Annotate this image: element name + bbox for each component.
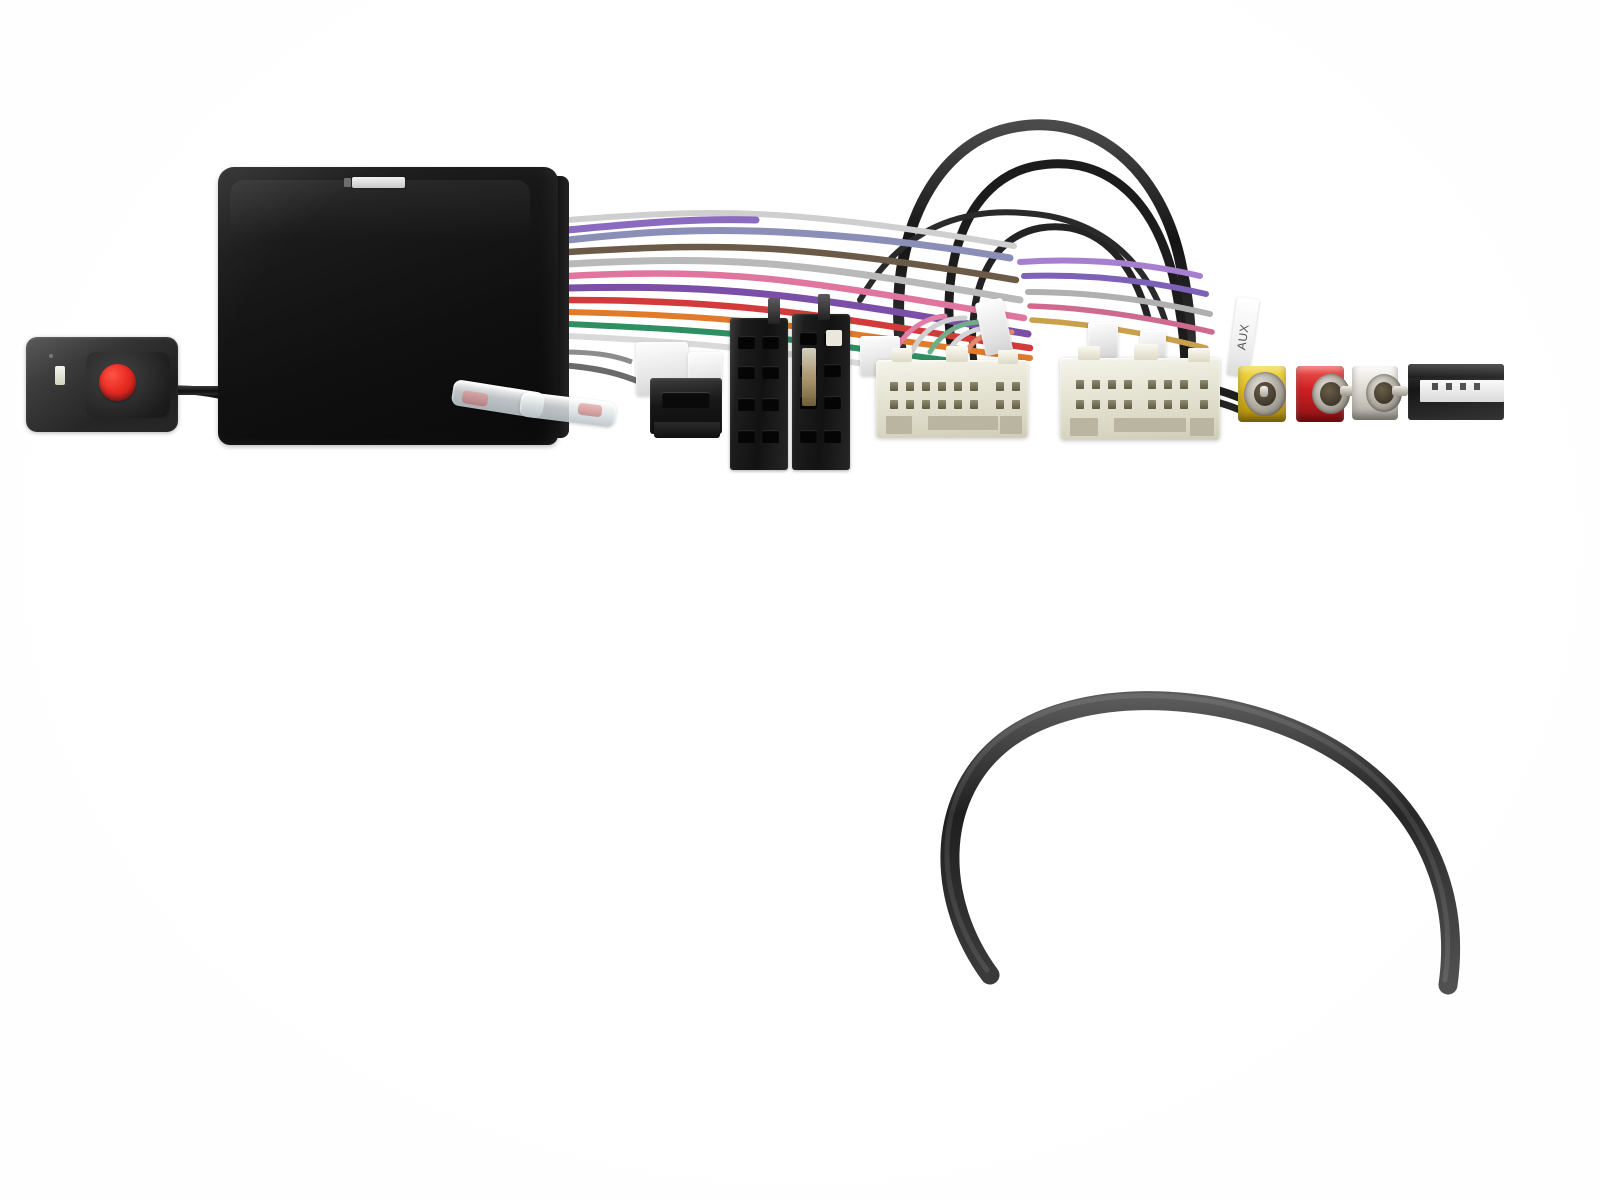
cream-a-pin (890, 400, 898, 409)
cream-b-pin (1092, 380, 1100, 389)
iso-latch-b (818, 294, 830, 320)
cream-a-pin (922, 382, 930, 391)
cream-a-pin (970, 400, 978, 409)
cream-a-pin (906, 400, 914, 409)
cream-b-pin (1076, 380, 1084, 389)
bottom-assembly: 12 SONY/PIONEER COMBINED STA (0, 620, 1600, 1200)
usb-shell-top (1408, 364, 1504, 378)
cream-a-pin (938, 382, 946, 391)
iso-slot (824, 364, 841, 377)
iso-slot (762, 430, 779, 443)
rca-white-pin (1392, 386, 1408, 396)
data-connector-base (654, 422, 720, 438)
cream-a-pin (938, 400, 946, 409)
cream-a-pin (996, 382, 1004, 391)
cream-a-pin (1012, 400, 1020, 409)
button-pod-cable (160, 386, 240, 395)
iso-latch-a (768, 298, 780, 324)
cream-a-pin (890, 382, 898, 391)
iso-slot (762, 398, 779, 411)
module-sticker (352, 177, 405, 188)
cream-b-pin (1180, 380, 1188, 389)
usb-contact (1446, 383, 1452, 390)
cream-b-pin (1076, 400, 1084, 409)
iso-slot (800, 430, 817, 443)
iso-slot (824, 396, 841, 409)
cream-a-tab-3 (998, 350, 1018, 364)
cream-b-pin (1108, 400, 1116, 409)
usb-contact (1460, 383, 1466, 390)
cream-b-pin (1124, 400, 1132, 409)
cream-a-pin (906, 382, 914, 391)
cream-a-notch (1000, 416, 1022, 434)
usb-mouth (1420, 380, 1504, 402)
iso-slot (762, 366, 779, 379)
iso-b-cross-icon (826, 330, 842, 346)
cream-b-tab-3 (1188, 348, 1210, 362)
iso-slot (800, 332, 817, 345)
iso-slot (824, 430, 841, 443)
iso-b-insert (802, 348, 816, 406)
white-block-4 (974, 297, 1014, 357)
cream-b-notch (1070, 418, 1098, 436)
data-connector-mouth (662, 392, 710, 408)
cream-a-pin (954, 382, 962, 391)
iso-slot (738, 336, 755, 349)
top-assembly: AUX (26, 119, 1504, 470)
cream-b-tab-1 (1078, 346, 1100, 360)
iso-slot (738, 366, 755, 379)
cream-b-notch (1114, 418, 1186, 432)
cream-a-pin (996, 400, 1004, 409)
cream-b-pin (1164, 400, 1172, 409)
module-sticker-tab (344, 178, 351, 187)
cream-a-notch (928, 416, 998, 430)
pod-screw-icon (49, 354, 53, 358)
rca-white-core (1374, 382, 1394, 404)
cream-b-notch (1190, 418, 1214, 436)
cream-b-pin (1180, 400, 1188, 409)
aux-label-text: AUX (1234, 323, 1252, 351)
cream-b-tab-2 (1134, 344, 1158, 360)
cream-a-pin (1012, 382, 1020, 391)
cream-a-notch (886, 416, 912, 434)
status-led-icon (55, 366, 65, 385)
cream-b-pin (1164, 380, 1172, 389)
cream-b-pin (1200, 400, 1208, 409)
cream-a-pin (922, 400, 930, 409)
cream-b-pin (1200, 380, 1208, 389)
iso-slot (738, 398, 755, 411)
red-button[interactable] (99, 364, 136, 401)
cream-b-pin (1148, 380, 1156, 389)
cream-a-pin (970, 382, 978, 391)
usb-contact (1474, 383, 1480, 390)
cream-a-tab-2 (946, 346, 968, 362)
iso-slot (738, 430, 755, 443)
cream-b-pin (1148, 400, 1156, 409)
cream-b-pin (1108, 380, 1116, 389)
cream-a-pin (954, 400, 962, 409)
iso-slot (762, 336, 779, 349)
rca-red-core (1320, 382, 1342, 406)
rca-yellow-pin (1260, 386, 1268, 397)
cream-b-pin (1092, 400, 1100, 409)
usb-contact (1432, 383, 1438, 390)
cream-a-tab-1 (892, 348, 912, 362)
rca-red-pin (1340, 386, 1356, 396)
cream-b-pin (1124, 380, 1132, 389)
